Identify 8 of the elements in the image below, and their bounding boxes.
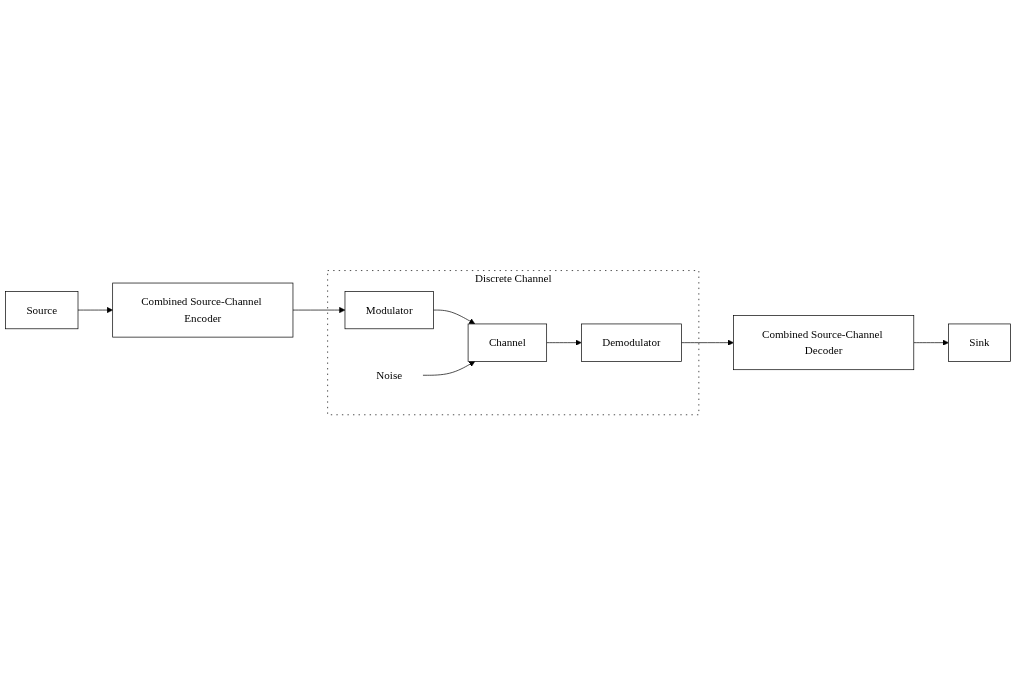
- node-box: Sink: [948, 323, 1011, 363]
- node-text: Noise: [376, 369, 403, 382]
- node-box: Channel: [467, 323, 547, 363]
- node-box: Combined Source-Channel Decoder: [733, 315, 915, 371]
- node-box: Source: [5, 291, 79, 330]
- node-box: Combined Source-Channel Encoder: [112, 283, 294, 338]
- node-box: Modulator: [344, 291, 434, 330]
- node-box: Demodulator: [581, 323, 682, 363]
